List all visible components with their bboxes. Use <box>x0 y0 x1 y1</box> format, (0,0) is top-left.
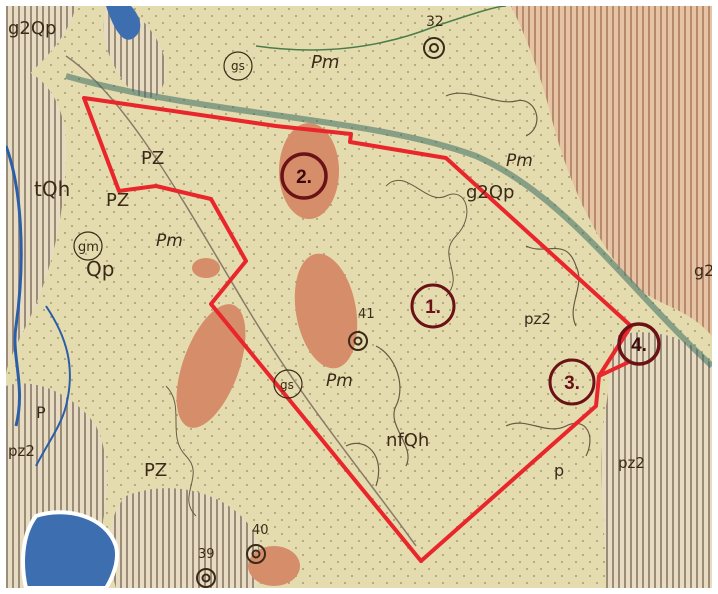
label-pm-right: Pm <box>506 151 533 171</box>
label-p-right: p <box>554 461 564 480</box>
label-p-left: P <box>36 403 46 422</box>
striped-zone-right <box>601 332 712 588</box>
label-pz-top: PZ <box>141 148 164 169</box>
label-pm-left: Pm <box>156 231 183 251</box>
contour-1 <box>385 179 468 297</box>
contour-7 <box>165 385 197 517</box>
striped-zone-bottom <box>109 488 261 588</box>
marker-3-label: 3. <box>564 373 580 394</box>
well-symbol-39 <box>196 568 216 588</box>
label-pm-top: Pm <box>311 52 339 73</box>
contour-4 <box>505 422 591 457</box>
road-diagonal <box>65 55 417 547</box>
gs-top-circle <box>223 51 253 81</box>
study-area-boundary <box>82 96 633 563</box>
marker-4-label: 4. <box>631 335 647 356</box>
contour-5 <box>525 245 580 327</box>
striped-zone-top-right <box>511 6 712 336</box>
well-symbol-41 <box>348 331 368 351</box>
label-40: 40 <box>252 523 269 538</box>
label-qh-center: nfQh <box>386 430 429 451</box>
label-pz2-bottom-right: pz2 <box>618 454 645 472</box>
label-41: 41 <box>358 307 375 322</box>
green-line-top <box>255 6 507 51</box>
label-qh-left: tQh <box>34 177 70 201</box>
water-body-top <box>106 6 141 40</box>
marker-1-label: 1. <box>425 297 441 318</box>
railway-line <box>65 73 712 369</box>
well-symbol-32 <box>423 37 445 59</box>
label-pz-mid: PZ <box>106 190 129 211</box>
marker-1: 1. <box>410 283 456 329</box>
gm-circle <box>73 231 103 261</box>
label-pm-center: Pm <box>326 371 353 391</box>
map-canvas: 32 41 40 39 gs gs gm Pm Pm Pm Pm PZ PZ P… <box>6 6 712 588</box>
label-g2qp: g2Qp <box>466 182 514 203</box>
lens-left <box>176 304 246 428</box>
label-pz2-right: pz2 <box>524 310 551 328</box>
lens-bottom <box>248 546 300 586</box>
label-pz2-left: pz2 <box>8 442 35 460</box>
marker-3: 3. <box>548 358 596 406</box>
stream-left <box>35 305 71 467</box>
gs-center-circle <box>273 369 303 399</box>
label-gm: gm <box>78 240 99 255</box>
river-left <box>6 145 23 427</box>
lens-small <box>192 258 220 278</box>
label-gs-center: gs <box>280 378 294 392</box>
label-g2-top-left: g2Qp <box>8 18 56 39</box>
marker-4: 4. <box>617 322 661 366</box>
label-g2-right-edge: g2 <box>694 261 712 280</box>
water-body-bottom-left <box>21 510 120 588</box>
contour-6 <box>445 92 538 137</box>
contour-2 <box>375 345 409 467</box>
marker-2: 2. <box>280 152 328 200</box>
label-pz-bottom: PZ <box>144 460 167 481</box>
label-gs-top: gs <box>231 59 245 73</box>
well-symbol-40 <box>246 544 266 564</box>
label-qp4: Qp <box>86 257 114 281</box>
label-32: 32 <box>426 14 444 30</box>
marker-2-label: 2. <box>296 167 312 188</box>
lens-center <box>294 253 358 369</box>
contour-3 <box>345 442 380 487</box>
label-39: 39 <box>198 547 215 562</box>
striped-zone-left <box>6 66 66 376</box>
boundary-spur <box>598 359 632 378</box>
